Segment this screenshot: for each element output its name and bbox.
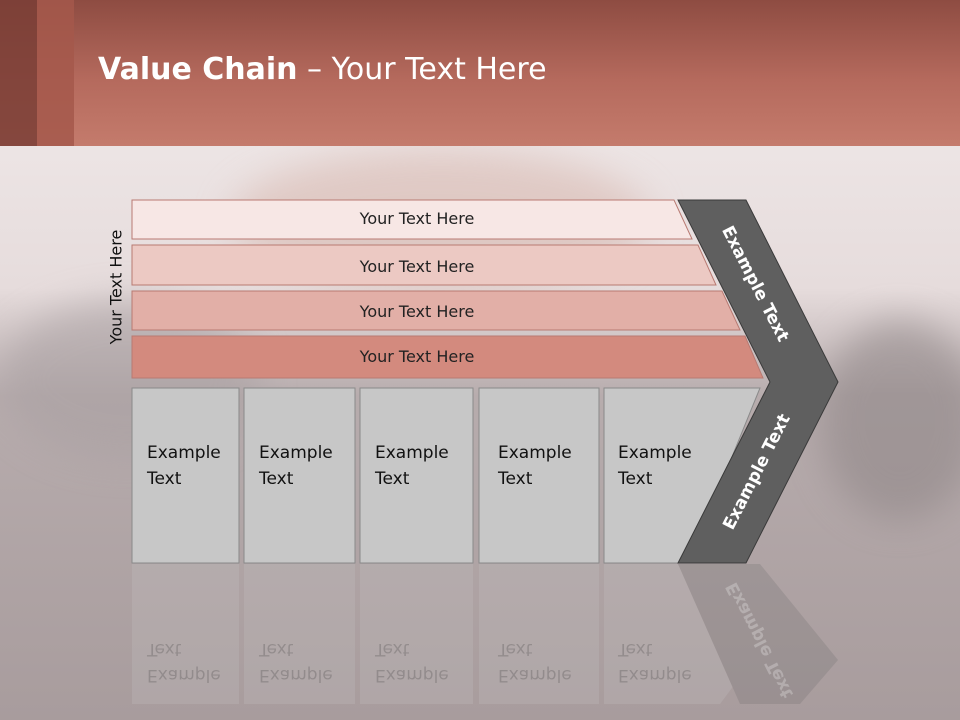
box-1 xyxy=(131,387,240,564)
box-2 xyxy=(243,387,356,564)
row-bar-3 xyxy=(131,290,741,331)
header-stripe xyxy=(37,0,74,146)
header-stripe xyxy=(0,0,37,146)
chevron-arrow xyxy=(677,199,839,564)
background-photo-right xyxy=(820,320,960,520)
slide-title: Value Chain – Your Text Here xyxy=(98,52,547,87)
box-4 xyxy=(478,387,600,564)
row-label-2: Your Text Here xyxy=(359,257,475,276)
row-label-1: Your Text Here xyxy=(359,209,475,228)
row-bar-2 xyxy=(131,244,717,286)
row-bar-1 xyxy=(131,199,693,240)
row-bar-4 xyxy=(131,335,764,379)
reflection xyxy=(132,564,838,704)
header-band: Value Chain – Your Text Here xyxy=(0,0,960,146)
box-3 xyxy=(359,387,474,564)
row-label-3: Your Text Here xyxy=(359,302,475,321)
row-label-4: Your Text Here xyxy=(359,347,475,366)
